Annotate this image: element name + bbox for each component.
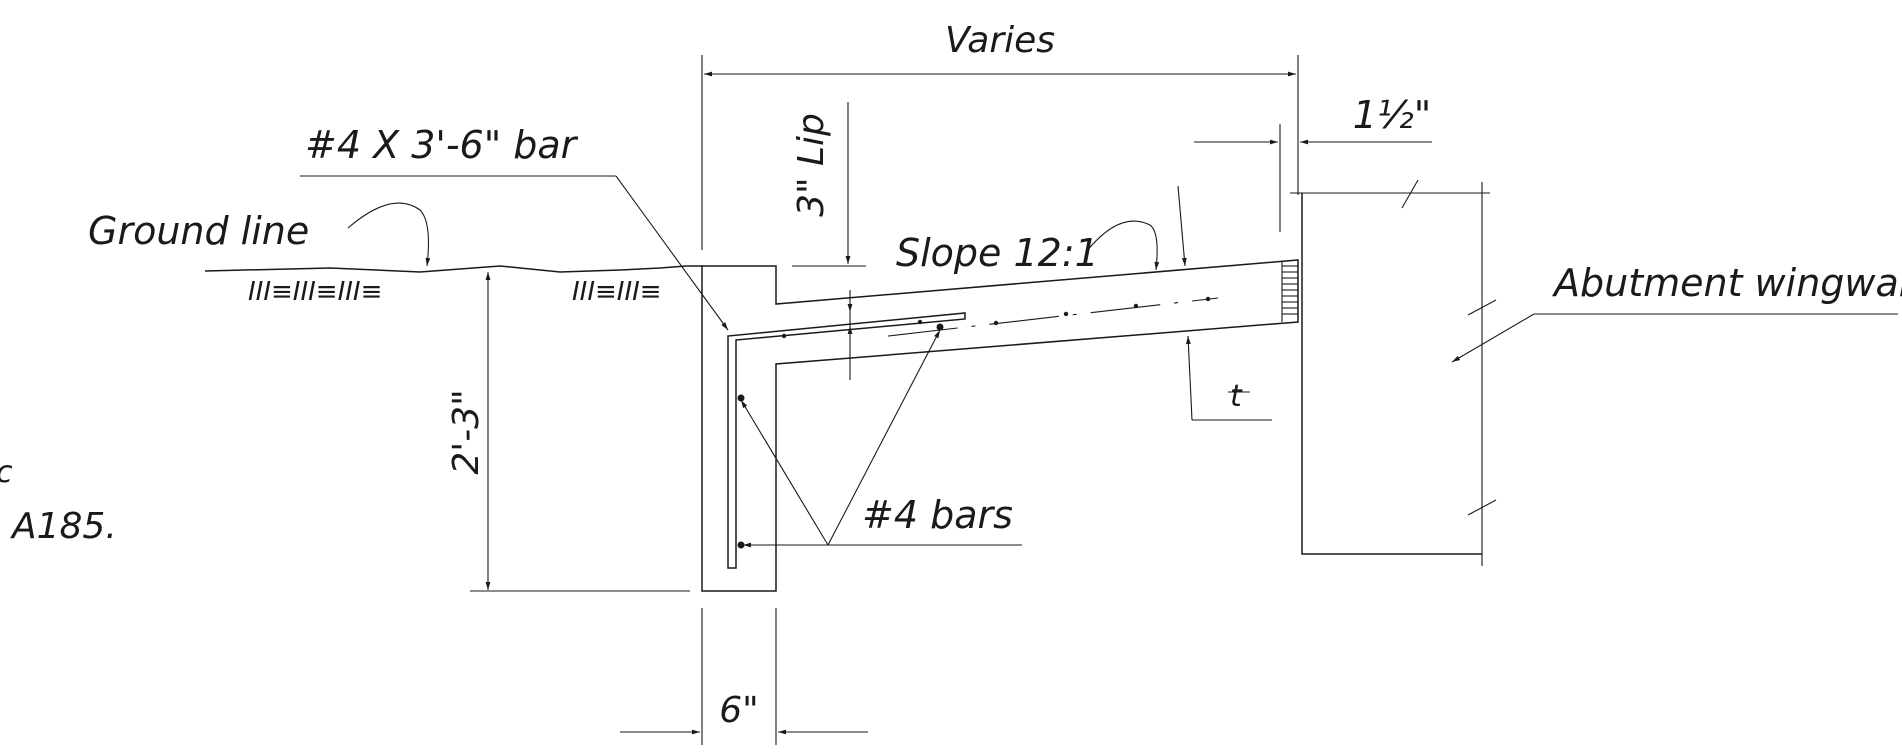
height-label: 2'-3": [446, 389, 487, 474]
height-dimension: 2'-3": [446, 272, 690, 592]
slab-section: [701, 259, 1299, 592]
bar-note-label: #4 X 3'-6" bar: [305, 123, 579, 167]
ground-line: Ground line III≡III≡III≡ III≡III≡: [88, 202, 702, 307]
one-half-label: 1½": [1353, 93, 1432, 137]
interface-hatch: [1281, 262, 1298, 322]
one-half-inch-dimension: 1½": [1194, 93, 1432, 232]
lip-note: 3" Lip: [791, 102, 866, 267]
abutment-wingwall: Abutment wingwall: [1290, 179, 1902, 566]
slope-note: Slope 12:1: [896, 185, 1187, 275]
ground-hatch-left: III≡III≡III≡: [248, 277, 382, 307]
bars-note: #4 bars: [740, 329, 1022, 548]
bars-label: #4 bars: [862, 493, 1013, 537]
varies-label: Varies: [945, 20, 1055, 61]
lip-label: 3" Lip: [791, 113, 832, 217]
ground-hatch-right: III≡III≡: [572, 277, 662, 307]
slope-label: Slope 12:1: [896, 231, 1099, 275]
a185-fragment: A185.: [10, 506, 117, 547]
bar-note: #4 X 3'-6" bar: [300, 123, 729, 331]
thickness-note: t: [1185, 335, 1272, 421]
ground-line-label: Ground line: [88, 209, 309, 253]
varies-dimension: Varies: [701, 20, 1299, 250]
width-label: 6": [719, 690, 758, 731]
abutment-wingwall-label: Abutment wingwall: [1551, 261, 1902, 305]
width-dimension: 6": [620, 608, 868, 745]
t-label: t: [1230, 379, 1243, 414]
c-fragment: c: [0, 455, 13, 490]
